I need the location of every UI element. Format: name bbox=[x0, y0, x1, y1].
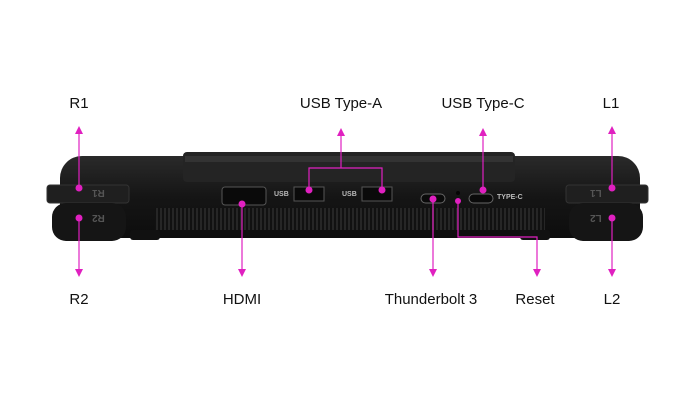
usb-marking-left: USB bbox=[274, 191, 289, 198]
r2-marking: R2 bbox=[92, 212, 105, 223]
r1-bumper bbox=[46, 184, 130, 204]
usb-c-port bbox=[468, 193, 494, 204]
l1-marking: L1 bbox=[590, 187, 602, 198]
callout-dots bbox=[75, 184, 616, 222]
usb-a-port-right bbox=[361, 186, 393, 202]
label-l2: L2 bbox=[603, 291, 621, 308]
l2-trigger bbox=[569, 203, 643, 241]
label-r1: R1 bbox=[69, 95, 89, 112]
label-thunderbolt-3: Thunderbolt 3 bbox=[384, 291, 478, 308]
label-r2: R2 bbox=[69, 291, 89, 308]
callout-arrows bbox=[75, 126, 616, 277]
label-hdmi: HDMI bbox=[222, 291, 262, 308]
r2-trigger bbox=[52, 203, 126, 241]
label-l1: L1 bbox=[602, 95, 620, 112]
label-reset: Reset bbox=[515, 291, 555, 308]
l2-marking: L2 bbox=[590, 212, 602, 223]
reset-hole bbox=[456, 191, 460, 195]
r1-marking: R1 bbox=[92, 187, 105, 198]
device-body bbox=[46, 152, 649, 241]
label-usb-type-c: USB Type-C bbox=[441, 95, 525, 112]
l1-bumper bbox=[565, 184, 649, 204]
label-usb-type-a: USB Type-A bbox=[299, 95, 383, 112]
type-c-marking: TYPE-C bbox=[497, 194, 523, 201]
callout-lines bbox=[78, 132, 613, 271]
usb-marking-right: USB bbox=[342, 191, 357, 198]
